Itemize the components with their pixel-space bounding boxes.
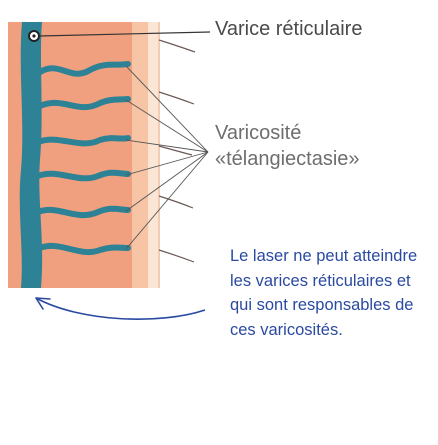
label-telangiectasia-line1: Varicosité [215, 122, 302, 144]
reticular-vein [19, 22, 43, 288]
marker-dot-center [32, 34, 36, 38]
label-telangiectasia: Varicosité «télangiectasie» [215, 120, 360, 172]
laser-note-line: ces varicosités. [230, 320, 343, 339]
laser-note-line: qui sont responsables de [230, 296, 414, 314]
laser-note-line: Le laser ne peut atteindre [230, 247, 418, 265]
arrow-head-icon [35, 297, 51, 310]
leader-reticular [38, 31, 211, 37]
label-reticular-vein: Varice réticulaire [215, 18, 363, 40]
arrow-curve [35, 297, 206, 320]
leader-telangiectasia [125, 65, 209, 250]
hair-strands [158, 39, 196, 263]
laser-note: Le laser ne peut atteindre les varices r… [230, 244, 417, 342]
label-telangiectasia-line2: «télangiectasie» [215, 148, 360, 170]
epidermis-layer [148, 22, 160, 288]
dermis-layer [132, 22, 148, 288]
telangiectasia-branches [35, 61, 131, 256]
laser-note-line: les varices réticulaires et [230, 271, 411, 290]
